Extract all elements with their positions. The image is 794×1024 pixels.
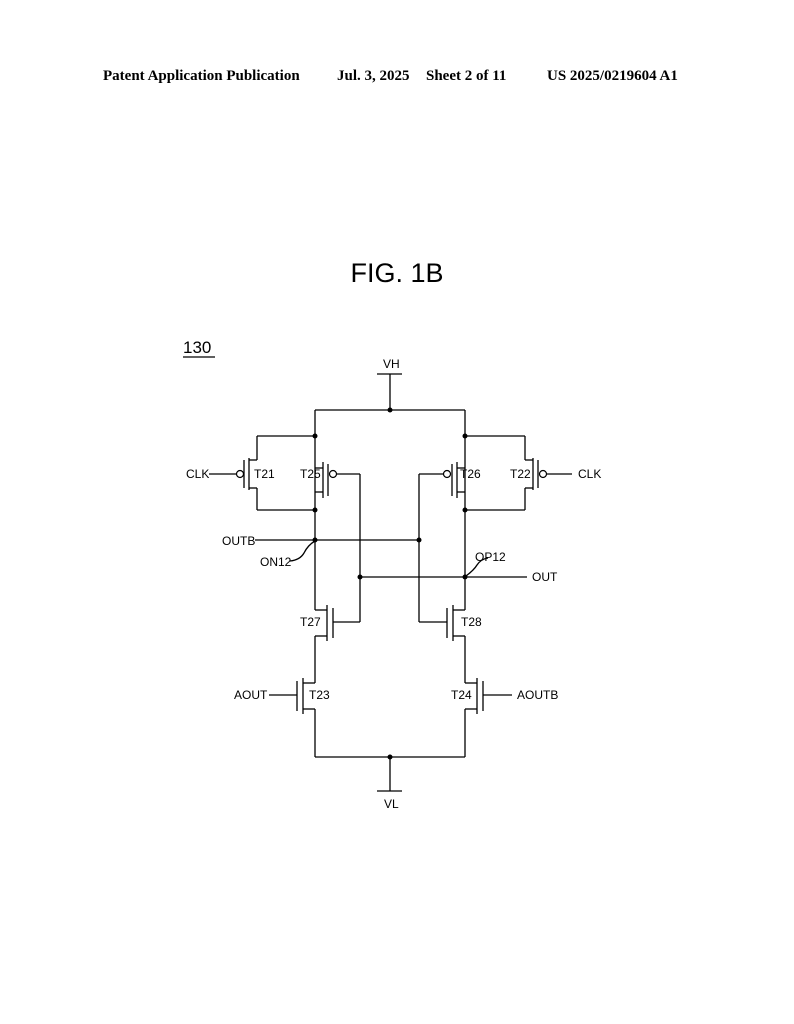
outb-label: OUTB	[222, 534, 255, 548]
transistor-t26: T26	[418, 462, 481, 540]
t25-label: T25	[300, 467, 321, 481]
op12-leader	[465, 557, 489, 577]
transistor-t25: T25	[300, 462, 361, 577]
figure-title: FIG. 1B	[350, 258, 444, 288]
transistor-t21: CLK T21	[186, 435, 315, 511]
aoutb-label: AOUTB	[517, 688, 558, 702]
vl-supply: VL	[377, 757, 402, 811]
transistor-t28: T28	[418, 540, 482, 683]
transistor-t23: AOUT T23	[234, 678, 330, 757]
clk-right-label: CLK	[578, 467, 601, 481]
vh-label: VH	[383, 357, 400, 371]
op12-label: OP12	[475, 550, 506, 564]
vh-supply: VH	[377, 357, 402, 410]
header-date: Jul. 3, 2025	[337, 68, 410, 84]
header-patent-number: US 2025/0219604 A1	[547, 68, 678, 84]
figure-reference: 130	[183, 338, 211, 357]
t23-label: T23	[309, 688, 330, 702]
transistor-t27: T27	[300, 577, 361, 683]
t21-source-junction	[312, 433, 318, 439]
vh-junction	[387, 407, 393, 413]
t26-label: T26	[460, 467, 481, 481]
t27-label: T27	[300, 615, 321, 629]
t22-source-junction	[462, 433, 468, 439]
transistor-t24: AOUTB T24	[451, 678, 558, 757]
t21-label: T21	[254, 467, 275, 481]
t22-label: T22	[510, 467, 531, 481]
t24-label: T24	[451, 688, 472, 702]
transistor-t22: CLK T22	[465, 435, 601, 511]
vl-label: VL	[384, 797, 399, 811]
aout-label: AOUT	[234, 688, 268, 702]
clk-left-label: CLK	[186, 467, 209, 481]
header-sheet: Sheet 2 of 11	[426, 68, 507, 84]
on12-label: ON12	[260, 555, 292, 569]
t28-label: T28	[461, 615, 482, 629]
header-publication: Patent Application Publication	[103, 68, 300, 84]
on12-leader	[289, 540, 316, 562]
out-label: OUT	[532, 570, 558, 584]
